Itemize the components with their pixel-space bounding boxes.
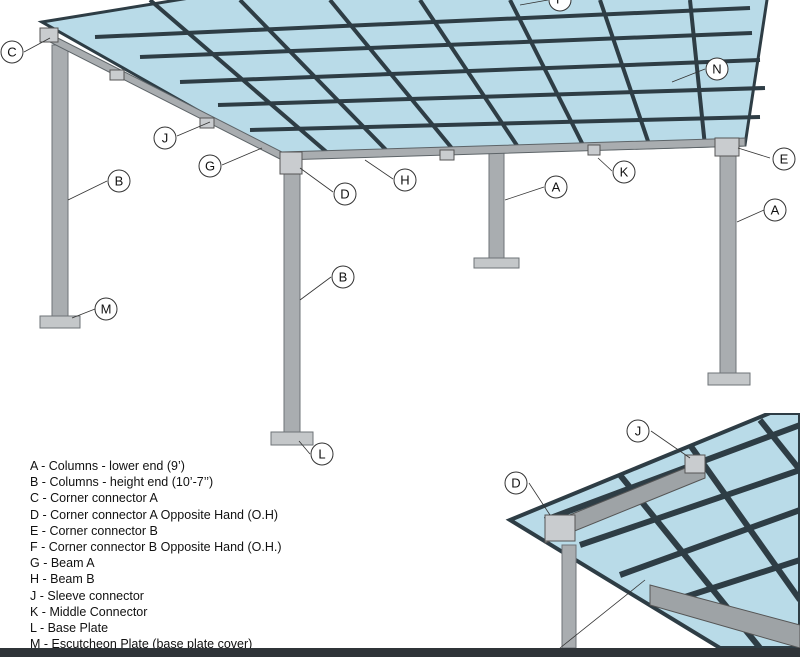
callout-circles bbox=[0, 0, 796, 495]
inset-sleeve-j bbox=[684, 454, 706, 474]
legend-item-a: A - Columns - lower end (9’) bbox=[30, 459, 185, 473]
inset-beam-lower bbox=[649, 584, 800, 648]
column-right-a bbox=[719, 149, 737, 376]
inset-glass bbox=[505, 413, 800, 648]
column-rear-a bbox=[488, 149, 505, 261]
callout-a-right: A bbox=[771, 203, 780, 218]
callout-g: G bbox=[205, 159, 215, 174]
legend-item-g: G - Beam A bbox=[30, 556, 95, 571]
rafters bbox=[148, 0, 707, 157]
callout-m: M bbox=[101, 302, 112, 317]
callout-a-rear: A bbox=[552, 180, 561, 195]
inset-connector-d bbox=[544, 514, 576, 542]
bottom-strip bbox=[0, 648, 800, 657]
columns bbox=[39, 44, 751, 446]
callout-k: K bbox=[620, 165, 629, 180]
legend-item-j: J - Sleeve connector bbox=[30, 588, 144, 603]
callout-h: H bbox=[400, 173, 409, 188]
roof bbox=[37, 0, 769, 175]
inset-detail bbox=[505, 413, 800, 648]
escutcheon-plate-left bbox=[39, 315, 81, 329]
inset-column bbox=[561, 544, 577, 648]
callout-b-left: B bbox=[115, 174, 124, 189]
callout-b-front: B bbox=[339, 270, 348, 285]
legend-item-k: K - Middle Connector bbox=[30, 604, 148, 619]
column-left-b bbox=[51, 44, 69, 318]
callout-j: J bbox=[162, 131, 169, 146]
callout-inset-d: D bbox=[511, 476, 520, 491]
callouts bbox=[23, 0, 771, 649]
legend-item-f: F - Corner connector B Opposite Hand (O.… bbox=[30, 540, 282, 555]
legend-item-m: M - Escutcheon Plate (base plate cover) bbox=[30, 637, 253, 652]
glazing-bars bbox=[94, 6, 766, 132]
callout-f: F bbox=[556, 0, 564, 7]
column-front-b bbox=[283, 169, 301, 435]
callout-e: E bbox=[780, 152, 789, 167]
callout-n: N bbox=[712, 62, 721, 77]
legend-item-d: D - Corner connector A Opposite Hand (O.… bbox=[30, 507, 279, 522]
base-plate-front bbox=[270, 431, 314, 446]
base-plate-rear bbox=[473, 257, 520, 269]
callout-l: L bbox=[318, 447, 325, 462]
legend-item-e: E - Corner connector B bbox=[30, 523, 158, 538]
legend-item-c: C - Corner connector A bbox=[30, 491, 158, 506]
callout-inset-j: J bbox=[635, 424, 642, 439]
legend-item-h: H - Beam B bbox=[30, 572, 95, 587]
callout-d: D bbox=[340, 187, 349, 202]
base-plate-right bbox=[707, 372, 751, 386]
legend-item-l: L - Base Plate bbox=[30, 621, 109, 636]
parts-legend: A - Columns - lower end (9’) B - Columns… bbox=[30, 458, 281, 652]
legend-item-b: B - Columns - height end (10’-7’’) bbox=[30, 475, 214, 490]
callout-c: C bbox=[7, 45, 16, 60]
